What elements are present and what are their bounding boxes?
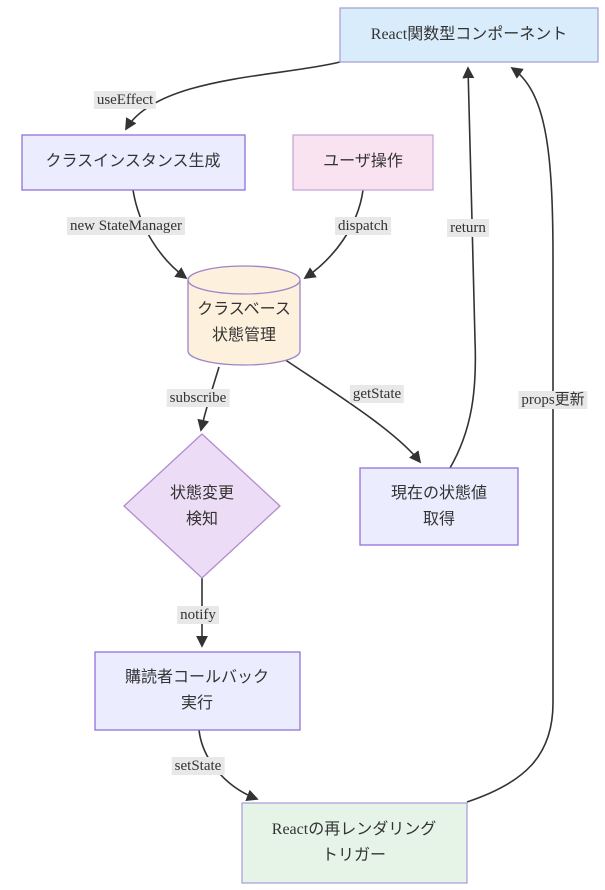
node-state-store-cylinder — [187, 265, 301, 366]
edge-label-setstate: setState — [171, 757, 225, 775]
node-label-rerender-line2: トリガー — [321, 847, 386, 864]
node-label-rerender-line1: Reactの再レンダリング — [271, 821, 437, 838]
node-label-class-instance: クラスインスタンス生成 — [45, 149, 220, 175]
edge-dispatch — [303, 189, 364, 280]
node-label-get-value-line2: 取得 — [422, 511, 456, 528]
node-label-subscriber-cb-line2: 実行 — [180, 695, 214, 712]
edge-label-new-statemanager: new StateManager — [66, 217, 186, 235]
node-label-state-store: クラスベース 状態管理 — [197, 297, 291, 349]
node-react-functional-component — [339, 7, 599, 63]
node-change-detect-diamond — [123, 433, 281, 579]
edge-getstate — [283, 358, 422, 464]
edge-label-useeffect: useEffect — [93, 91, 157, 109]
node-label-user-action: ユーザ操作 — [323, 149, 403, 175]
edge-label-return: return — [447, 219, 489, 237]
edge-label-dispatch: dispatch — [335, 217, 391, 235]
node-class-instance-creation — [21, 134, 246, 191]
node-label-class-instance-text: クラスインスタンス生成 — [45, 153, 221, 170]
node-label-subscriber-cb: 購読者コールバック 実行 — [125, 665, 269, 717]
node-get-current-value — [359, 467, 519, 546]
edge-label-props-update: props更新 — [518, 391, 588, 409]
node-label-state-store-line1: クラスベース — [197, 301, 291, 318]
edge-new-statemanager — [132, 189, 188, 280]
edge-label-notify: notify — [177, 606, 219, 624]
node-label-get-value: 現在の状態値 取得 — [391, 481, 487, 533]
edge-useeffect — [125, 61, 341, 131]
cylinder-top-rim — [187, 279, 301, 295]
node-rerender-trigger — [241, 802, 468, 884]
node-user-action — [292, 134, 434, 191]
node-label-rerender: Reactの再レンダリング トリガー — [272, 817, 436, 869]
node-label-state-store-line2: 状態管理 — [211, 327, 277, 344]
node-label-subscriber-cb-line1: 購読者コールバック — [124, 669, 270, 686]
edge-return — [449, 66, 477, 469]
node-label-user-action-text: ユーザ操作 — [323, 153, 403, 170]
edge-label-getstate: getState — [349, 385, 405, 403]
edge-props-update — [466, 66, 555, 803]
edge-label-subscribe: subscribe — [166, 389, 230, 407]
node-label-react-text: React関数型コンポーネント — [370, 26, 568, 43]
node-label-change-detect-line2: 検知 — [185, 511, 219, 528]
node-subscriber-callback — [94, 651, 301, 731]
node-label-get-value-line1: 現在の状態値 — [390, 485, 488, 502]
node-label-change-detect: 状態変更 検知 — [170, 481, 234, 533]
node-label-change-detect-line1: 状態変更 — [169, 485, 235, 502]
node-label-react: React関数型コンポーネント — [371, 22, 567, 48]
